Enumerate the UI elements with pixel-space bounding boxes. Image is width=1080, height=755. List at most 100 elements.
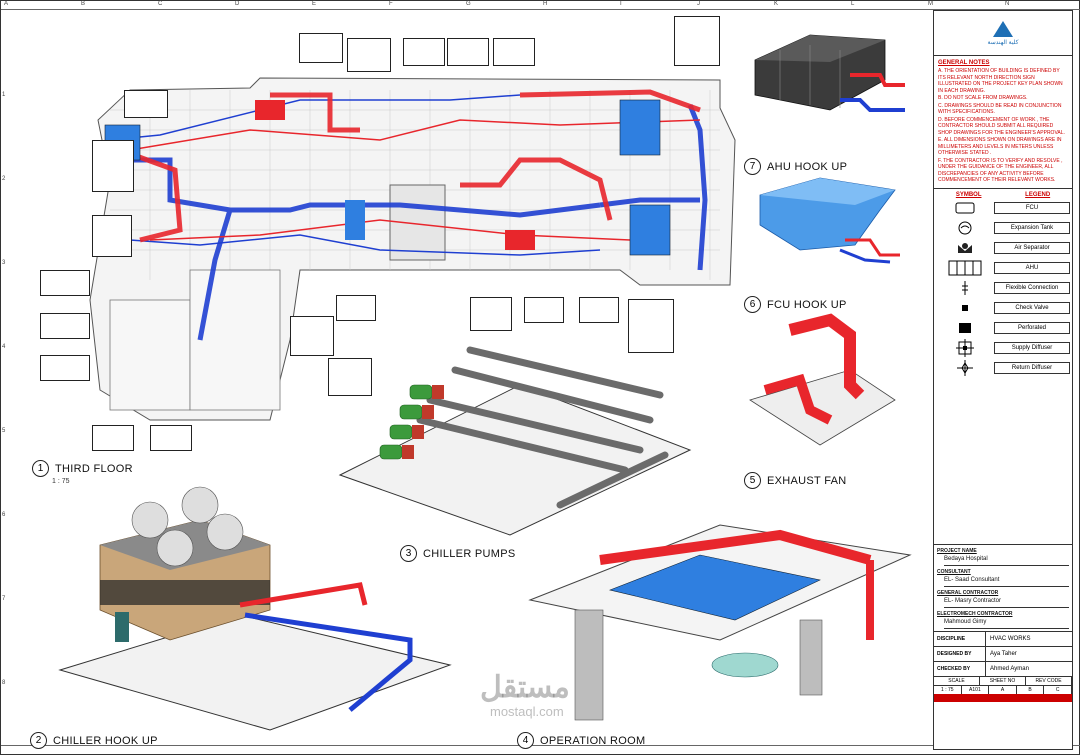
grid-letter: M <box>928 1 933 7</box>
view-label-exhaust-fan: 5 EXHAUST FAN <box>744 472 847 489</box>
general-contractor: EL- Masry Contractor <box>944 598 1069 608</box>
view-label-chiller-hook-up: 2 CHILLER HOOK UP <box>30 732 158 749</box>
checked-by-row: CHECKED BY Ahmed Ayman <box>934 661 1072 676</box>
scale-header: SCALE <box>934 677 980 685</box>
chiller-hook-up-view <box>58 486 452 731</box>
grid-number: 2 <box>2 176 6 182</box>
general-note: A. THE ORIENTATION OF BUILDING IS DEFINE… <box>938 68 1063 94</box>
callout-box <box>347 38 391 72</box>
grid-letter: D <box>235 1 240 7</box>
legend-row: FCU <box>936 199 1070 218</box>
grid-letter: C <box>158 1 163 7</box>
view-scale-third-floor: 1 : 75 <box>52 478 70 485</box>
grid-letter: A <box>4 1 9 7</box>
callout-box <box>336 295 376 321</box>
callout-box <box>40 355 90 381</box>
chiller-pumps-view <box>338 346 692 536</box>
legend-label: Air Separator <box>994 242 1070 254</box>
watermark-latin: mostaql.com <box>490 704 564 719</box>
grid-number: 5 <box>2 428 6 434</box>
general-note: B. DO NOT SCALE FROM DRAWINGS. <box>938 95 1028 101</box>
rev-b: B <box>1017 686 1045 694</box>
checked-by: Ahmed Ayman <box>990 666 1029 672</box>
grid-letter: E <box>312 1 317 7</box>
callout-box <box>150 425 192 451</box>
legend-label: FCU <box>994 202 1070 214</box>
grid-letter: I <box>620 1 622 7</box>
fcu-hook-up-view <box>759 177 900 264</box>
legend-header: SYMBOL LEGEND <box>934 187 1072 198</box>
general-note: F. THE CONTRACTOR IS TO VERIFY AND RESOL… <box>938 157 1063 184</box>
grid-number: 6 <box>2 512 6 518</box>
callout-box <box>493 38 535 66</box>
project-name-label: PROJECT NAME <box>937 548 977 554</box>
view-title-ahu-hook-up: AHU HOOK UP <box>767 160 848 173</box>
top-grid-strip <box>1 1 1080 10</box>
callout-box <box>628 299 674 353</box>
grid-letter: L <box>851 1 855 7</box>
return-diffuser-symbol-icon <box>936 359 994 377</box>
callout-box <box>403 38 445 66</box>
callout-box <box>92 140 134 192</box>
electromech-contractor-label: ELECTROMECH CONTRACTOR <box>937 611 1013 617</box>
legend-row: Supply Diffuser <box>936 339 1070 358</box>
grid-letter: H <box>543 1 548 7</box>
view-label-ahu-hook-up: 7 AHU HOOK UP <box>744 158 847 175</box>
expansion-tank-symbol-icon <box>936 221 994 235</box>
legend-label: Return Diffuser <box>994 362 1070 374</box>
legend-header-label: LEGEND <box>1025 191 1051 198</box>
general-contractor-label: GENERAL CONTRACTOR <box>937 590 999 596</box>
view-title-chiller-pumps: CHILLER PUMPS <box>423 547 516 560</box>
grid-letter: B <box>81 1 86 7</box>
supply-diffuser-symbol-icon <box>936 339 994 357</box>
legend-label: Perforated <box>994 322 1070 334</box>
legend-row: Flexible Connection <box>936 279 1070 298</box>
grid-number: 3 <box>2 260 6 266</box>
legend-label: AHU <box>994 262 1070 274</box>
callout-box <box>328 358 372 396</box>
general-notes-list: A. THE ORIENTATION OF BUILDING IS DEFINE… <box>934 68 1072 184</box>
sheet-no-value: A101 <box>962 686 990 694</box>
project-info: PROJECT NAME Bedaya Hospital CONSULTANT … <box>934 544 1072 702</box>
view-number-5: 5 <box>744 472 761 489</box>
ahu-hook-up-view <box>754 34 905 112</box>
grid-letter: G <box>466 1 471 7</box>
designed-by: Aya Taher <box>990 651 1017 657</box>
callout-box <box>40 270 90 296</box>
view-number-7: 7 <box>744 158 761 175</box>
view-title-exhaust-fan: EXHAUST FAN <box>767 474 847 487</box>
view-label-operation-room: 4 OPERATION ROOM <box>517 732 645 749</box>
sheet-table-header: SCALE SHEET NO REV CODE <box>934 676 1072 685</box>
legend-label: Expansion Tank <box>994 222 1070 234</box>
general-note: C. DRAWINGS SHOULD BE READ IN CONJUNCTIO… <box>938 102 1062 116</box>
legend-row: Air Separator <box>936 239 1070 258</box>
bottom-grid-strip <box>1 745 1080 754</box>
grid-number: 8 <box>2 680 6 686</box>
callout-box <box>674 16 720 66</box>
drawing-canvas <box>58 34 912 731</box>
electromech-contractor: Mahmoud Gimy <box>944 619 1069 629</box>
ahu-symbol-icon <box>936 260 994 276</box>
view-number-6: 6 <box>744 296 761 313</box>
logo-mark-icon <box>993 20 1013 37</box>
grid-number: 4 <box>2 344 6 350</box>
callout-box <box>470 297 512 331</box>
air-separator-symbol-icon <box>936 241 994 255</box>
view-number-3: 3 <box>400 545 417 562</box>
discipline-row: DISCIPLINE HVAC WORKS <box>934 631 1072 646</box>
view-label-chiller-pumps: 3 CHILLER PUMPS <box>400 545 516 562</box>
designed-by-label: DESIGNED BY <box>934 647 986 661</box>
grid-letter: K <box>774 1 779 7</box>
rev-c: C <box>1044 686 1072 694</box>
grid-letter: N <box>1005 1 1010 7</box>
rev-code-header: REV CODE <box>1026 677 1072 685</box>
sheet-table-values: 1 : 75 A101 A B C <box>934 685 1072 694</box>
watermark-arabic: مستقل <box>480 671 570 704</box>
third-floor-plan <box>89 77 736 421</box>
view-number-1: 1 <box>32 460 49 477</box>
symbol-header: SYMBOL <box>955 191 982 198</box>
rev-a: A <box>989 686 1017 694</box>
designed-by-row: DESIGNED BY Aya Taher <box>934 646 1072 661</box>
legend-label: Flexible Connection <box>994 282 1070 294</box>
scale-value: 1 : 75 <box>934 686 962 694</box>
